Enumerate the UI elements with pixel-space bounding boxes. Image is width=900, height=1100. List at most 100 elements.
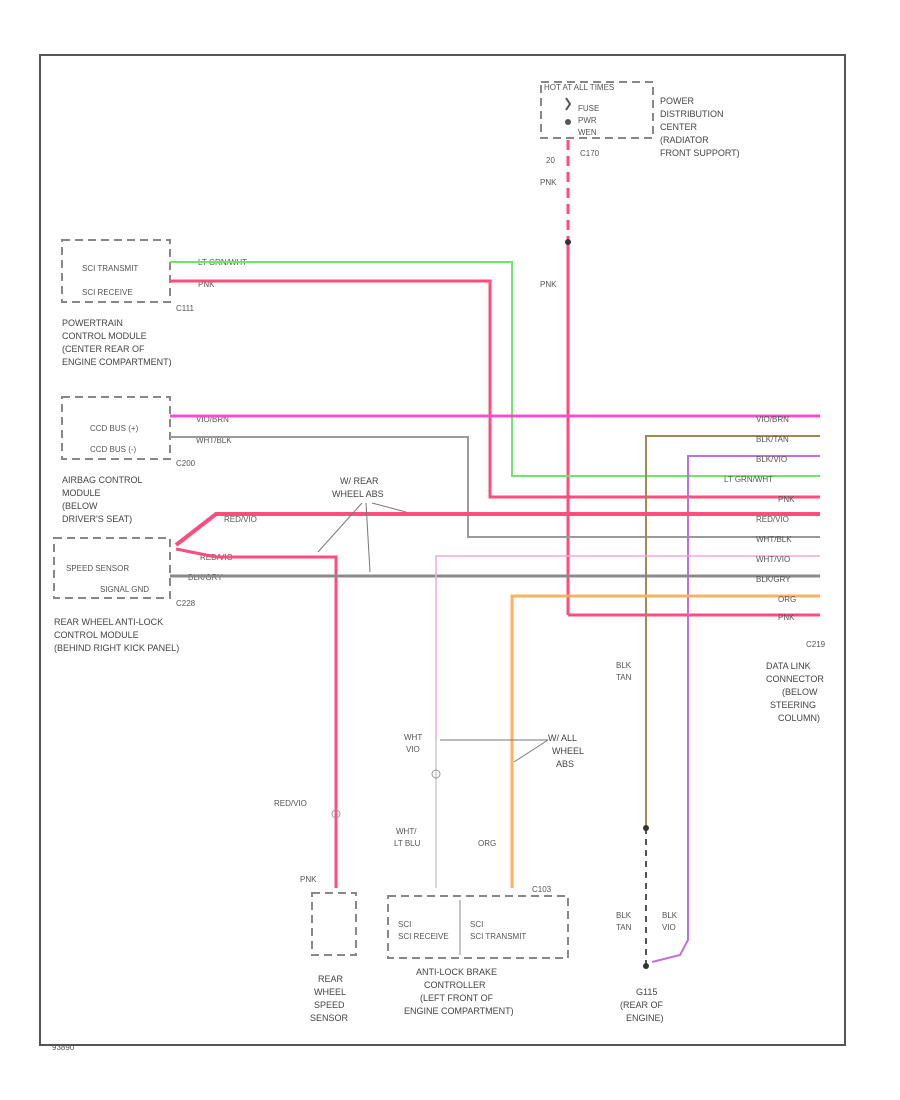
dlc-pin-4: LT GRN/WHT [724, 475, 773, 484]
pdc-name-0: POWER [660, 96, 695, 106]
pdc-name-1: DISTRIBUTION [660, 109, 724, 119]
dlc-pin-3: BLK/VIO [756, 455, 787, 464]
dlc-pin-5: PNK [778, 495, 795, 504]
rwal-pin1: SPEED SENSOR [66, 564, 129, 573]
dlc-connector: C219 [806, 640, 826, 649]
abs-note-1: WHEEL [552, 746, 584, 756]
pdc-box [540, 81, 654, 139]
ground-wire2-0: BLK [616, 911, 632, 920]
ground-wire3-1: VIO [662, 923, 676, 932]
ground-point [643, 963, 649, 969]
pcm-name-2: (CENTER REAR OF [62, 344, 145, 354]
rwal-note-0: W/ REAR [340, 476, 379, 486]
pcm-name-0: POWERTRAIN [62, 318, 123, 328]
abs-pin1: SCI RECEIVE [398, 932, 449, 941]
leader-rwal-2 [365, 502, 371, 573]
abs-name-1: CONTROLLER [424, 980, 486, 990]
ground-wire1-0: BLK [616, 661, 632, 670]
pdc-wire-lower: PNK [540, 280, 557, 289]
ground-wire2-1: TAN [616, 923, 632, 932]
ground-g115: BLK TAN BLK TAN BLK VIO G115 (REAR OF EN… [616, 661, 678, 1023]
dlc-name-4: COLUMN) [778, 713, 820, 723]
wire-break-symbol-2 [331, 809, 341, 819]
splice-ground [643, 825, 649, 831]
acm-name-3: DRIVER'S SEAT) [62, 514, 132, 524]
rear-wheel-antilock-module: SPEED SENSOR SIGNAL GND RED/VIO RED/VIO … [53, 476, 384, 653]
pcm-pin2: SCI RECEIVE [82, 288, 133, 297]
sensor-name-1: WHEEL [314, 987, 346, 997]
pcm-connector: C111 [176, 304, 194, 313]
wire-ccd-minus [170, 436, 820, 538]
data-link-connector: VIO/BRN BLK/TAN BLK/VIO LT GRN/WHT PNK R… [724, 415, 826, 723]
acm-name-2: (BELOW [62, 501, 98, 511]
pcm-name-1: CONTROL MODULE [62, 331, 147, 341]
abs-name-2: (LEFT FRONT OF [420, 993, 494, 1003]
rwal-box [53, 537, 171, 599]
sensor-name-2: SPEED [314, 1000, 345, 1010]
abs-connector: C103 [532, 885, 552, 894]
ground-wire1-1: TAN [616, 673, 632, 682]
abs-pin1-a: SCI [398, 920, 411, 929]
wires [170, 140, 820, 969]
dlc-name-2: (BELOW [782, 687, 818, 697]
pdc-hot-label: HOT AT ALL TIMES [544, 83, 614, 92]
abs-note-0: W/ ALL [548, 733, 577, 743]
pcm-wire2: PNK [198, 280, 215, 289]
pdc-fuse-label: FUSE [578, 104, 599, 113]
sensor-name-0: REAR [318, 974, 344, 984]
sensor-name-3: SENSOR [310, 1013, 349, 1023]
dlc-pin-2: BLK/TAN [756, 435, 789, 444]
pdc-name-3: (RADIATOR [660, 135, 709, 145]
leader-rwal-1 [317, 502, 363, 553]
sensor-box [311, 892, 357, 956]
pdc-fuse-sub1: PWR [578, 116, 597, 125]
abs-pin2-a: SCI [470, 920, 483, 929]
ground-wire3-0: BLK [662, 911, 678, 920]
acm-pin1: CCD BUS (+) [90, 424, 139, 433]
diagram-frame [39, 54, 846, 1046]
leader-abs-2 [513, 739, 549, 763]
sensor-wire: RED/VIO [274, 799, 307, 808]
acm-wire2: WHT/BLK [196, 436, 232, 445]
dlc-pin-9: BLK/GRY [756, 575, 791, 584]
rwal-name-1: CONTROL MODULE [54, 630, 139, 640]
rwal-wire1: RED/VIO [224, 515, 257, 524]
rwal-name-2: (BEHIND RIGHT KICK PANEL) [54, 643, 179, 653]
dlc-pin-10: ORG [778, 595, 796, 604]
wire-org [510, 594, 820, 888]
pdc-fuse-sub2: WEN [578, 128, 597, 137]
anti-lock-brake-controller: SCI SCI RECEIVE SCI SCI TRANSMIT C103 W/… [387, 733, 584, 1016]
acm-name-0: AIRBAG CONTROL [62, 475, 143, 485]
dlc-name-1: CONNECTOR [766, 674, 824, 684]
ground-name-0: (REAR OF [620, 1000, 664, 1010]
dlc-pin-6: RED/VIO [756, 515, 789, 524]
wire-rwal-red-vio-sensor [175, 547, 338, 888]
fuse-terminal [565, 119, 571, 125]
abs-wire-wht-lt-1: LT BLU [394, 839, 421, 848]
rwal-name-0: REAR WHEEL ANTI-LOCK [54, 617, 163, 627]
dlc-name-0: DATA LINK [766, 661, 811, 671]
pcm-name-3: ENGINE COMPARTMENT) [62, 357, 172, 367]
pdc-wire-upper: PNK [540, 178, 557, 187]
ground-connector: G115 [636, 987, 657, 997]
abs-name-0: ANTI-LOCK BRAKE [416, 967, 497, 977]
pdc-wire-num: 20 [546, 156, 555, 165]
pdc-name-2: CENTER [660, 122, 698, 132]
rwal-connector: C228 [176, 599, 196, 608]
sensor-wire2: PNK [300, 875, 317, 884]
rwal-pin2: SIGNAL GND [100, 585, 149, 594]
wire-blk-vio [651, 455, 820, 963]
dlc-name-3: STEERING [770, 700, 816, 710]
wire-pcm-sci-transmit [170, 261, 820, 477]
fuse-symbol [565, 97, 572, 111]
footer-code: 93890 [52, 1043, 75, 1052]
acm-wire1: VIO/BRN [196, 415, 229, 424]
acm-name-1: MODULE [62, 488, 101, 498]
wire-rwal-red-vio-upper [174, 512, 820, 547]
leader-rwal-3 [371, 502, 407, 513]
abs-box [387, 895, 569, 959]
wire-wht-vio [435, 555, 820, 740]
acm-box [61, 396, 171, 460]
acm-pin2: CCD BUS (-) [90, 445, 137, 454]
